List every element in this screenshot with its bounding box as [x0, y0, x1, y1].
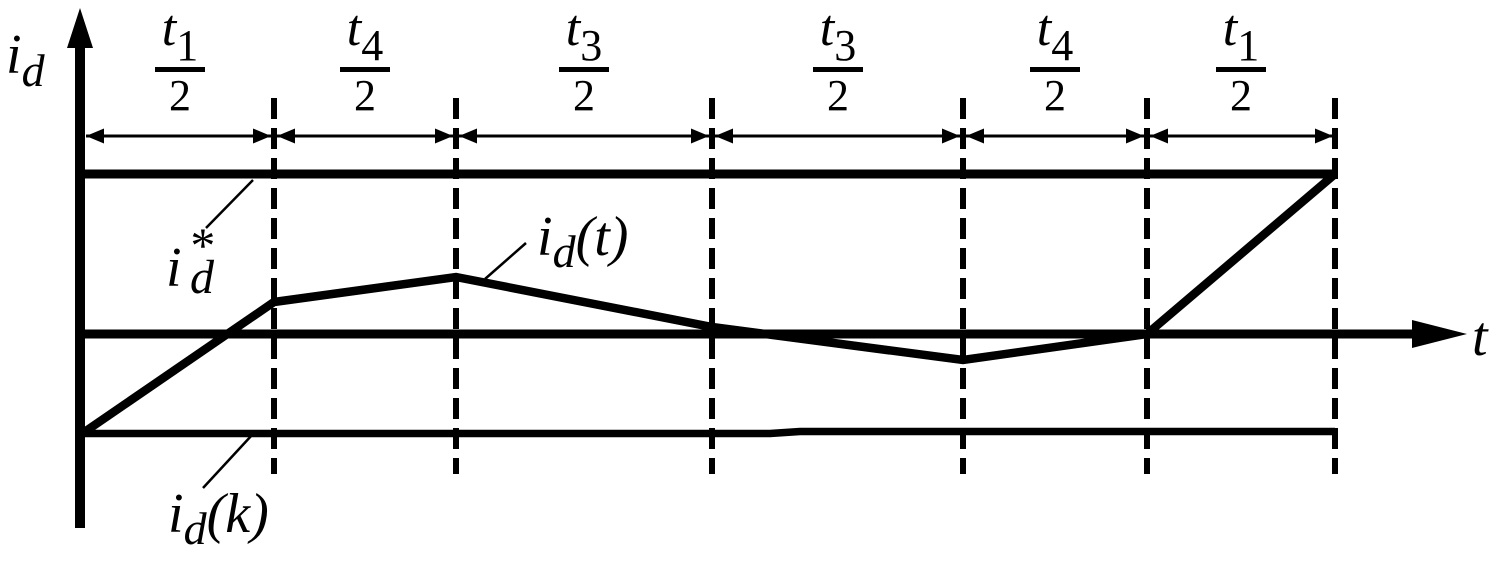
interval-4-subscript: 3 [834, 21, 856, 70]
reference-label-leader [205, 179, 254, 229]
y-axis-label-sub: d [22, 45, 46, 96]
sampled-label: id(k) [168, 483, 269, 554]
interval-2-denominator: 2 [354, 71, 376, 120]
interval-5-numerator: t4 [1037, 0, 1073, 70]
interval-5-denominator: 2 [1044, 71, 1066, 120]
interval-label-1: t1 2 [155, 0, 205, 120]
y-axis-label-base: i [6, 24, 22, 86]
interval-3-symbol: t [566, 0, 582, 57]
interval-1-symbol: t [162, 0, 178, 57]
reference-current: i * d [78, 169, 1335, 304]
waveform-label-base: i [537, 206, 553, 268]
interval-4-numerator: t3 [820, 0, 856, 70]
x-axis-label: t [1472, 306, 1489, 368]
sampled-label-sub: d [184, 503, 208, 554]
interval-3-numerator: t3 [566, 0, 602, 70]
waveform-label-sub: d [553, 226, 577, 277]
segment-boundaries [271, 98, 1338, 474]
interval-2-numerator: t4 [347, 0, 383, 70]
timing-dimension [86, 128, 1333, 144]
interval-label-5: t4 2 [1030, 0, 1080, 120]
interval-1-denominator: 2 [169, 71, 191, 120]
interval-2-symbol: t [347, 0, 363, 57]
interval-3-subscript: 3 [580, 21, 602, 70]
interval-label-4: t3 2 [813, 0, 863, 120]
interval-label-6: t1 2 [1216, 0, 1266, 120]
instantaneous-current: id(t) [80, 170, 1338, 437]
interval-5-subscript: 4 [1051, 21, 1073, 70]
waveform-label-leader [484, 242, 527, 280]
interval-3-denominator: 2 [573, 71, 595, 120]
axes: id t [6, 8, 1489, 528]
waveform-label-arg: (t) [576, 206, 629, 268]
reference-label-sub: d [190, 251, 215, 304]
reference-label-sup: * [188, 217, 213, 273]
waveform-line [80, 170, 1338, 437]
sampled-current: id(k) [78, 427, 1335, 554]
y-axis-arrow-icon [67, 8, 93, 48]
interval-5-symbol: t [1037, 0, 1053, 57]
sampled-label-leader [202, 434, 253, 489]
sampled-label-base: i [168, 483, 184, 545]
interval-6-symbol: t [1223, 0, 1239, 57]
interval-1-subscript: 1 [176, 21, 198, 70]
interval-label-3: t3 2 [559, 0, 609, 120]
sampled-label-arg: (k) [207, 483, 269, 545]
waveform-label: id(t) [537, 206, 628, 277]
x-axis-arrow-icon [1412, 320, 1467, 348]
interval-1-numerator: t1 [162, 0, 198, 70]
y-axis-label: id [6, 24, 46, 96]
interval-6-subscript: 1 [1237, 21, 1259, 70]
interval-label-2: t4 2 [340, 0, 390, 120]
reference-label-base: i [166, 237, 182, 299]
interval-labels: t1 2 t4 2 t3 2 t3 2 t4 2 t1 2 [155, 0, 1266, 120]
interval-2-subscript: 4 [361, 21, 383, 70]
interval-6-numerator: t1 [1223, 0, 1259, 70]
sampled-line [78, 427, 1335, 438]
reference-label: i * d [166, 217, 215, 304]
interval-4-symbol: t [820, 0, 836, 57]
interval-6-denominator: 2 [1230, 71, 1252, 120]
interval-4-denominator: 2 [827, 71, 849, 120]
